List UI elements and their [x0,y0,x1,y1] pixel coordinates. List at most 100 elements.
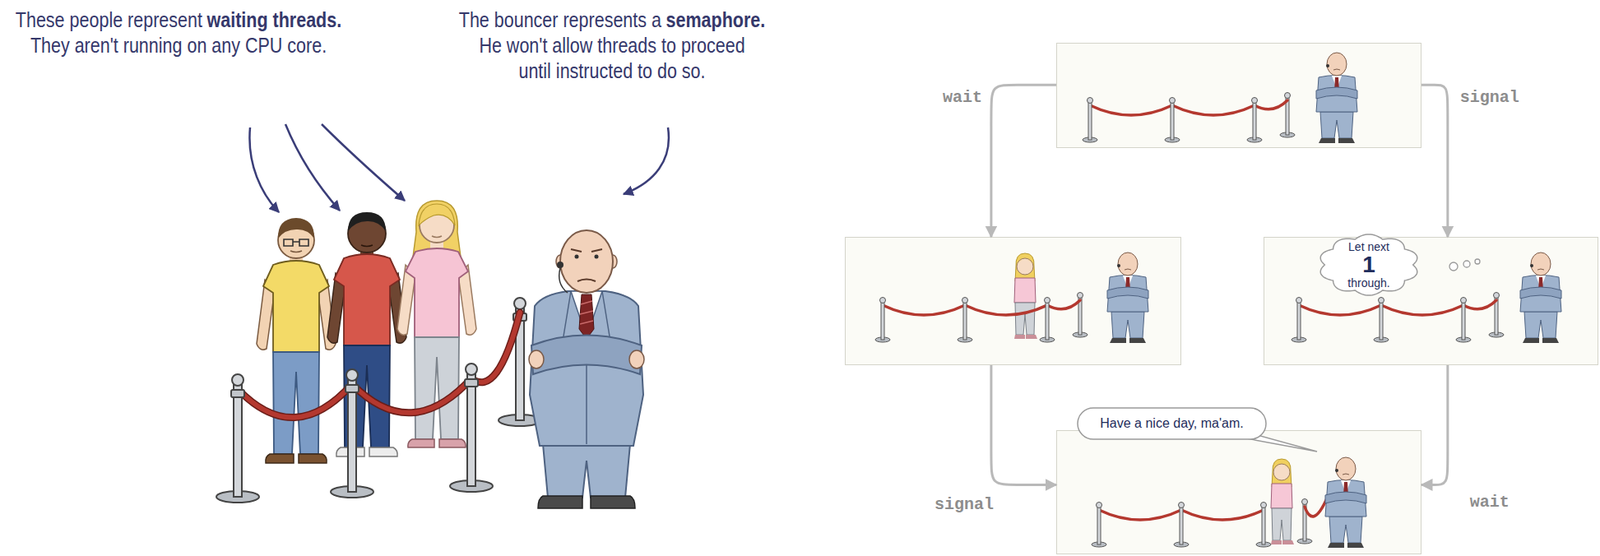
speech-bubble: Have a nice day, ma'am. [1077,408,1267,440]
bouncer-ear [608,255,617,269]
speech-text: Have a nice day, ma'am. [1099,417,1243,432]
scene-panel [844,236,1182,366]
person-head [419,208,455,243]
annotation-text: until instructed to do so. [518,59,705,83]
person-bangs [418,204,455,226]
person-shoes [408,439,466,448]
person-shoes [265,454,327,464]
waiting-thread-person [397,200,477,448]
stanchion [498,297,542,427]
thought-bubble: Let next1through. [1317,232,1421,297]
person-shirt [263,260,330,353]
annotation-text: They aren't running on any CPU core. [30,33,327,57]
person-shoes [336,447,398,457]
person-hair [347,212,386,232]
bouncer-crossed-arms [531,335,642,376]
tie-stripes [579,301,594,325]
scene-panel [1056,42,1422,149]
annotation-line: They aren't running on any CPU core. [30,32,327,58]
stanchion [1091,502,1107,548]
person-glasses [283,239,309,246]
person-hair [412,200,462,264]
key-term: semaphore. [666,8,766,32]
annotation-line: until instructed to do so. [518,58,705,84]
thought-text: 1 [1362,252,1376,277]
person-head [278,222,315,259]
thought-dot [1463,260,1471,268]
person-mouth [361,245,373,247]
rope-barrier [1291,292,1504,344]
edge-label: wait [942,88,983,107]
thought-text: through. [1347,277,1390,290]
person-hair [278,217,315,239]
velvet-rope [237,312,520,418]
person-shirt [405,248,469,338]
bouncer-neck [575,282,598,295]
jacket-lapels [562,291,611,445]
annotation-text: These people represent [15,8,203,32]
flow-arrow [991,84,1057,237]
stanchion [330,369,374,498]
stanchion [1173,502,1189,548]
person-arms [256,279,336,350]
earpiece-wire [559,268,568,293]
cloud-outline [1320,234,1418,296]
leader-arrow [249,127,279,213]
bouncer-shoes [537,496,636,509]
bouncer-legs [542,444,631,498]
leader-arrow [321,124,405,201]
velvet-rope [1304,498,1327,517]
scene-panel: Let next1through. [1263,236,1599,366]
person-mouth [431,236,442,238]
edge-label: signal [934,495,994,515]
woman-figure [1014,253,1038,339]
node-text-group [845,237,1181,365]
rope-barrier [875,292,1088,344]
speech-outline [1077,408,1267,440]
node-text-group [1057,431,1421,554]
leader-arrow [285,124,340,211]
person-neck [289,253,303,265]
bouncer-figure [528,230,645,509]
key-term: waiting threads. [207,8,343,32]
annotation-text: The bouncer represents a [459,8,662,32]
bouncer-eye [575,255,580,260]
flow-arrow [1421,84,1448,237]
scene-panel: Have a nice day, ma'am. [1056,430,1422,555]
connector-group [991,84,1448,485]
person-shirt [333,254,400,346]
annotation-line: The bouncer represents asemaphore. [459,7,766,33]
bouncer-figure [1107,252,1149,344]
bouncer-shirt [570,291,603,338]
stanchion [216,374,260,503]
stanchion [449,363,493,492]
bouncer-tie [579,294,594,339]
node-text-group: Have a nice day, ma'am. [1077,408,1267,440]
person-neck [430,238,444,251]
velvet-rope [1099,510,1264,520]
node-text-group [1057,43,1421,148]
waiting-thread-person [256,217,336,464]
bouncer-ear [556,255,565,269]
thought-text: Let next [1348,241,1390,254]
thought-dot [1449,262,1458,271]
person-head [347,214,386,253]
person-pants [414,337,460,440]
person-pants [343,345,390,448]
stanchion [1297,499,1313,545]
node-text-group: Let next1through. [1317,232,1421,297]
bouncer-head [560,230,613,293]
flow-arrow [1421,365,1448,485]
edge-label: signal [1460,88,1520,107]
waiting-thread-person [327,212,407,457]
bouncer-figure [1316,52,1358,144]
node-text-group [1264,237,1598,365]
woman-figure [1270,459,1294,545]
edge-label: wait [1470,492,1510,512]
earpiece [556,261,564,269]
bouncer-hand [629,350,645,369]
